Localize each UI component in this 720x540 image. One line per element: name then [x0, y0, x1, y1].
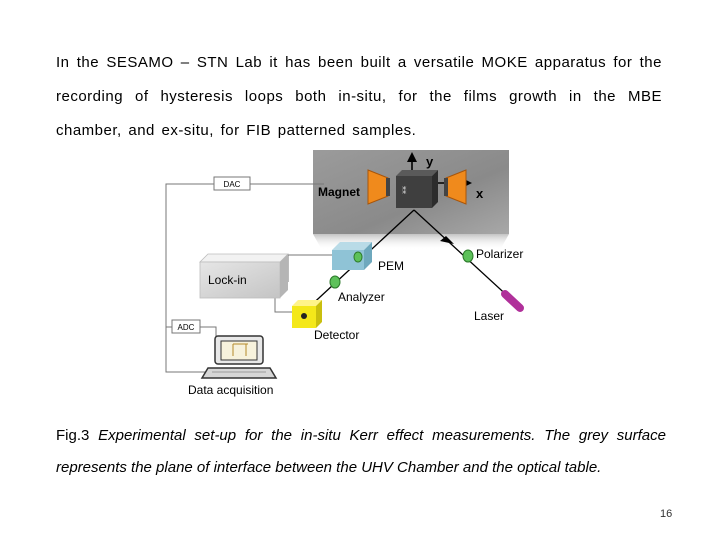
intro-paragraph: In the SESAMO – STN Lab it has been buil…: [56, 46, 662, 148]
computer-icon: [200, 335, 278, 379]
laser: [501, 290, 524, 312]
intro-line-1: In the SESAMO – STN Lab it has been buil…: [56, 54, 662, 71]
caption-fig-label: Fig.: [56, 427, 82, 444]
intro-line-3: chamber, and ex-situ, for FIB patterned …: [56, 122, 417, 139]
magnet: ⁑: [367, 169, 467, 208]
adc-label: ADC: [178, 323, 195, 332]
detector-label: Detector: [314, 328, 359, 342]
analyzer-label: Analyzer: [338, 290, 385, 304]
beam-arrow-in: [440, 236, 454, 244]
pem: [332, 242, 372, 270]
intro-line-2: recording of hysteresis loops both in-si…: [56, 88, 662, 105]
page-number: 16: [660, 508, 673, 520]
detector: [292, 300, 322, 328]
figure-caption: Fig.3 Experimental set-up for the in-sit…: [56, 420, 666, 484]
data-acquisition-label: Data acquisition: [188, 383, 273, 397]
polarizer-optic: [462, 249, 474, 263]
dac-box: [213, 176, 251, 191]
pem-label: PEM: [378, 259, 404, 273]
caption-line-1: Fig.3 Experimental set-up for the in-sit…: [56, 420, 666, 452]
lockin-label: Lock-in: [208, 273, 247, 287]
analyzer-optic: [329, 275, 341, 289]
laser-label: Laser: [474, 309, 504, 323]
caption-fig-number: 3: [81, 427, 90, 444]
y-axis-label: y: [426, 154, 434, 169]
lockin: [199, 253, 289, 299]
caption-text-1: Experimental set-up for the in-situ Kerr…: [89, 427, 666, 444]
x-axis-label: x: [476, 186, 484, 201]
caption-text-2: represents the plane of interface betwee…: [56, 459, 602, 476]
svg-text:⁑: ⁑: [402, 185, 407, 196]
adc-box: [171, 319, 201, 334]
dac-label: DAC: [224, 180, 241, 189]
magnet-label: Magnet: [318, 185, 360, 199]
polarizer-label: Polarizer: [476, 247, 523, 261]
